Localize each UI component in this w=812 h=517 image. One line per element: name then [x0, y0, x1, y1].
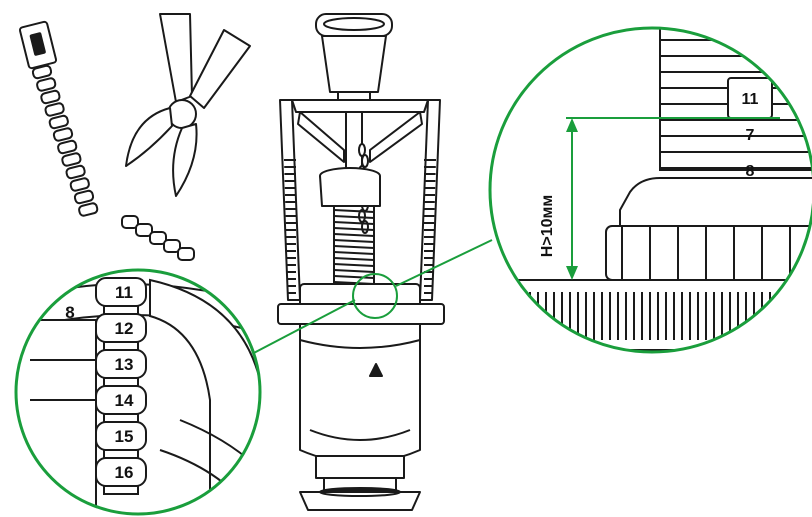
thread-line: [333, 239, 375, 243]
height-dimension: [566, 117, 780, 280]
thread-line: [333, 257, 375, 261]
chain-link: [358, 209, 366, 223]
ring-number-label: 13: [115, 355, 134, 374]
side-ratchets: [284, 159, 436, 294]
strip-segment: [44, 102, 65, 117]
ring-link: [103, 305, 139, 315]
strip-segments: [31, 64, 99, 217]
ring-number-label: 11: [115, 283, 133, 302]
ring-number-label: 14: [115, 391, 134, 410]
chain-link: [361, 154, 369, 168]
detail-highlight: [352, 273, 398, 319]
strip-segment: [73, 189, 95, 205]
strip-segment: [61, 152, 82, 167]
ring-number-label: 8: [65, 303, 74, 322]
ring-number-label: 7: [746, 127, 755, 144]
strip-segment: [78, 202, 99, 217]
strip-segment: [65, 164, 86, 180]
callout-line-left: [247, 299, 356, 357]
ring-link: [103, 341, 139, 351]
thread-line: [333, 251, 375, 255]
ring-link: [103, 485, 139, 495]
cut-piece: [121, 215, 139, 229]
height-note-label: H>10мм: [539, 195, 556, 257]
thread-line: [333, 227, 375, 231]
thread-line: [333, 209, 375, 213]
cut-piece: [177, 247, 195, 261]
right-zoom-labels: 11 7 8H>10мм: [539, 91, 759, 257]
callout-line-right: [395, 239, 493, 287]
thread-line: [333, 269, 375, 273]
ring-link: [103, 449, 139, 459]
side-cutters-icon: [125, 13, 251, 197]
cut-piece: [163, 239, 181, 253]
threaded-column: [333, 209, 375, 291]
ring-link: [103, 377, 139, 387]
chain-link: [358, 143, 366, 157]
strip-segment: [36, 77, 57, 92]
strip-segment: [31, 64, 53, 80]
cut-pieces: [121, 215, 195, 261]
ring-number-label: 11: [742, 91, 759, 108]
strip-segment: [40, 89, 61, 105]
ring-link: [103, 413, 139, 423]
nut-ribs: [621, 226, 791, 280]
strip-segment: [57, 139, 78, 155]
strip-segment: [48, 114, 69, 130]
flush-valve: [277, 13, 445, 511]
thread-line: [333, 263, 375, 267]
thread-line: [333, 233, 375, 237]
cut-piece: [149, 231, 167, 245]
thread-line: [333, 245, 375, 249]
adjuster-strip: [18, 20, 99, 217]
left-zoom-circle: 8 11 12 13 14 15 16: [14, 268, 262, 516]
thread-line: [333, 215, 375, 219]
ring-number-label: 16: [115, 463, 134, 482]
strip-segment: [52, 127, 74, 142]
thread-line: [333, 221, 375, 225]
ring-number-label: 12: [115, 319, 134, 338]
left-zoom-labels: 8 11 12 13 14 15 16: [65, 283, 134, 482]
ring-number-label: 15: [115, 427, 134, 446]
strip-segment: [69, 177, 90, 192]
ring-number-label: 8: [746, 163, 755, 180]
adjuster-ring-stack: [95, 277, 147, 495]
thread-line: [333, 275, 375, 279]
cut-piece: [135, 223, 153, 237]
right-zoom-circle: 11 7 8H>10мм: [488, 26, 812, 354]
